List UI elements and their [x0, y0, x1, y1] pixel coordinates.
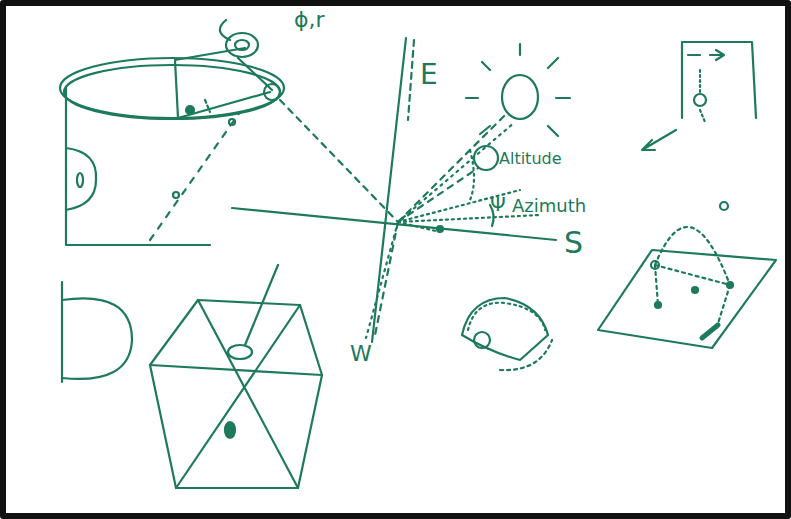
axis-label: S — [562, 226, 585, 259]
angle-label: ϕ,r — [292, 8, 327, 32]
axis-label: W — [348, 342, 374, 366]
angle-label: Altitude — [497, 150, 564, 168]
angle-symbol: Ψ — [488, 193, 508, 215]
axis-label: E — [418, 60, 440, 91]
angle-label: Azimuth — [510, 196, 588, 216]
